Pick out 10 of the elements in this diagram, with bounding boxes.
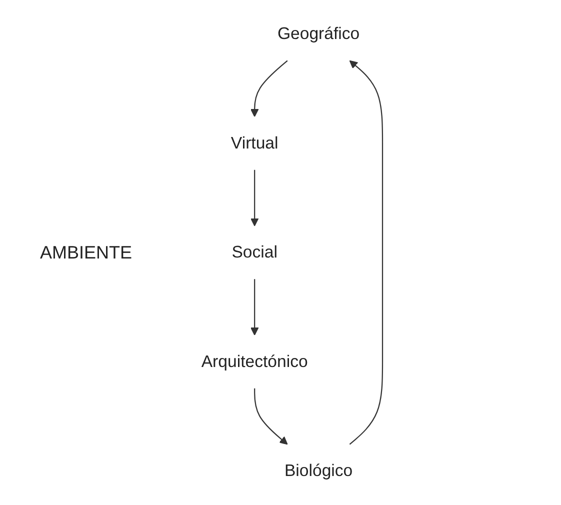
arrow — [254, 388, 288, 445]
arrow — [250, 279, 259, 336]
arrow — [250, 170, 259, 226]
node-text: Geográfico — [277, 24, 360, 43]
node-text: Virtual — [230, 133, 278, 152]
node-text: Biológico — [284, 461, 353, 480]
arrow — [349, 60, 384, 445]
arrow — [250, 60, 288, 118]
node-text: Social — [232, 242, 278, 262]
node-text: Arquitectónico — [201, 352, 308, 371]
